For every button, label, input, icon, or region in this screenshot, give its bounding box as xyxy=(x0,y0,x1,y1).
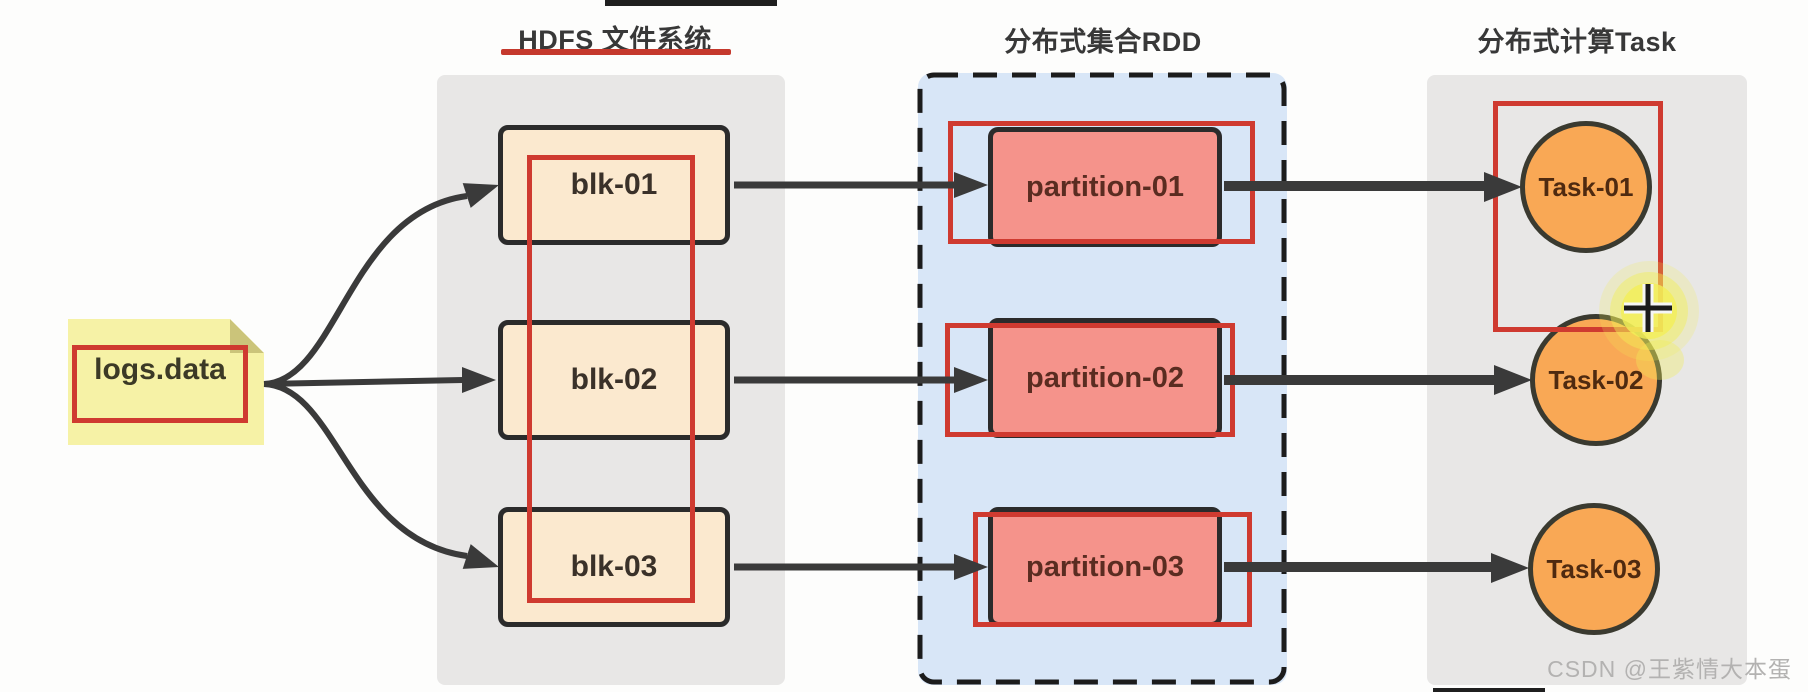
arrow-note-to-blk2 xyxy=(263,377,464,387)
top-edge-artifact xyxy=(605,0,777,6)
annotation-rect-partition-3 xyxy=(973,512,1252,627)
column-header-rdd: 分布式集合RDD xyxy=(1004,27,1202,57)
bottom-edge-artifact xyxy=(1433,688,1545,692)
watermark: CSDN @王紫情大本蛋 xyxy=(1547,656,1792,682)
source-file-note: logs.data xyxy=(68,319,264,445)
task-node-3: Task-03 xyxy=(1528,503,1660,635)
column-header-task: 分布式计算Task xyxy=(1477,27,1677,57)
task-node-2-label: Task-02 xyxy=(1548,364,1644,395)
task-node-1-label: Task-01 xyxy=(1538,171,1634,202)
task-node-2: Task-02 xyxy=(1530,314,1662,446)
red-underline xyxy=(501,49,731,55)
annotation-rect-note xyxy=(72,345,248,423)
hdfs-block-1-label: blk-01 xyxy=(570,168,658,201)
annotation-rect-partition-2 xyxy=(945,323,1235,437)
source-file-label: logs.data xyxy=(94,353,226,386)
task-node-1: Task-01 xyxy=(1520,121,1652,253)
hdfs-block-3-label: blk-03 xyxy=(570,550,658,583)
annotation-rect-partition-1 xyxy=(948,121,1255,244)
annotation-rect-blocks xyxy=(527,155,695,603)
annotation-rect-task-1 xyxy=(1493,101,1663,332)
task-node-3-label: Task-03 xyxy=(1546,553,1642,584)
hdfs-block-2-label: blk-02 xyxy=(570,363,658,396)
